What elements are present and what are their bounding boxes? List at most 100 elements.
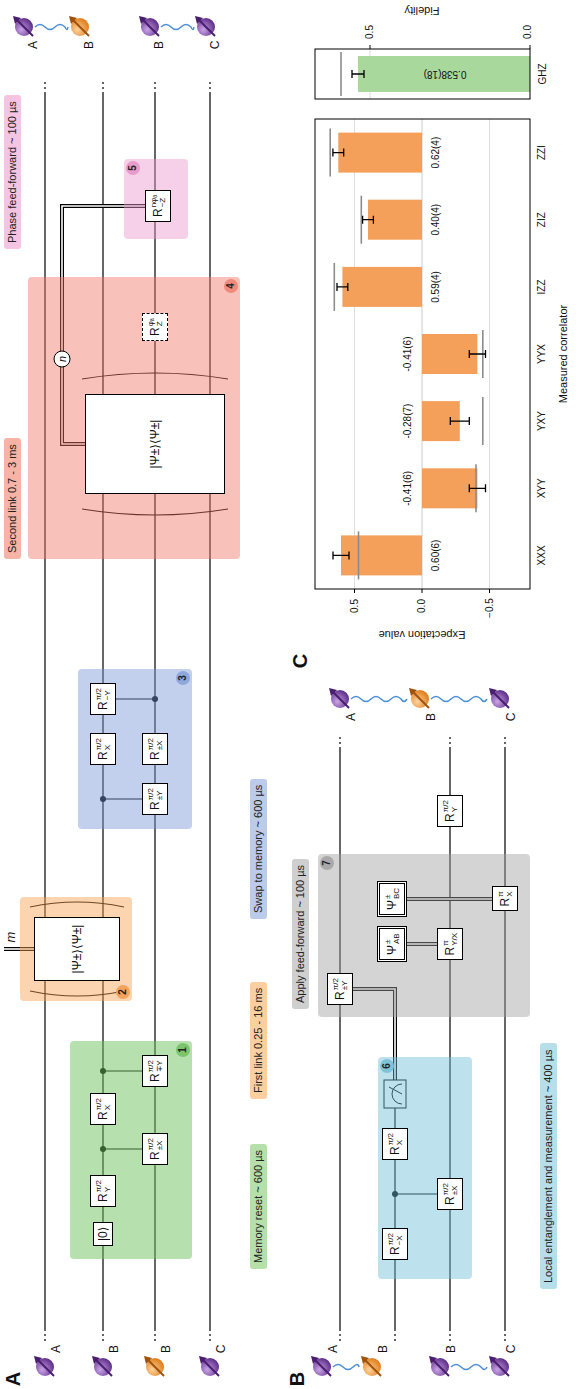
gate-superscript: ± bbox=[383, 888, 392, 899]
gate-subscript: −Y bbox=[103, 688, 112, 700]
gate-superscript: π/2 bbox=[146, 1138, 155, 1150]
qubit-label: B bbox=[425, 713, 439, 721]
callout-number: 2 bbox=[117, 989, 128, 995]
gate-subscript: Y bbox=[450, 800, 459, 812]
gate-superscript: ± bbox=[383, 933, 392, 944]
gate-superscript: π/2 bbox=[94, 1180, 103, 1192]
qubit-wires bbox=[30, 79, 505, 1341]
correlator-chart bbox=[315, 119, 530, 593]
bar-value: 0.538(18) bbox=[424, 68, 467, 80]
gate-symbol: R bbox=[499, 898, 511, 907]
stage-label: First link 0.25 - 16 ms bbox=[250, 982, 267, 1099]
stage-label: Apply feed-forward ~ 100 µs bbox=[292, 859, 309, 1009]
process-region: 3Rπ/2±YRπ/2XRπ/2±XRπ/2−Y bbox=[78, 669, 192, 829]
gate-symbol: R bbox=[149, 1151, 161, 1160]
gate-symbol: |0⟩ bbox=[97, 1227, 109, 1241]
gate-superscript: φₐ bbox=[146, 318, 155, 326]
callout-badge: 1 bbox=[176, 1043, 190, 1057]
process-region: 2 |Ψ±⟩⟨Ψ±| bbox=[20, 897, 132, 1001]
callout-number: 6 bbox=[381, 1063, 392, 1069]
gate-superscript: π bbox=[496, 891, 505, 897]
gate-box: Rπ/2X bbox=[90, 1093, 116, 1125]
gate-symbol: R bbox=[389, 1246, 401, 1255]
axis-text: 0.0 bbox=[416, 599, 428, 613]
axis-title: Expectation value bbox=[379, 629, 466, 642]
gate-symbol: R bbox=[149, 801, 161, 810]
axis-text: YXY bbox=[536, 411, 548, 431]
gate-symbol: R bbox=[97, 1111, 109, 1120]
stage-label: Swap to memory ~ 600 µs bbox=[250, 779, 267, 919]
gate-box: Rπ/2±X bbox=[437, 1178, 463, 1210]
qubit-label: B bbox=[377, 1345, 391, 1353]
gate-subscript: X bbox=[103, 1098, 112, 1110]
gate-indices: π/2−X bbox=[386, 1233, 404, 1245]
gate-box: Ψ±AB bbox=[377, 926, 407, 962]
callout-badge: 6 bbox=[380, 1059, 394, 1073]
axis-text: 0.5 bbox=[364, 25, 376, 39]
axis-text: -0.41(6) bbox=[402, 336, 414, 371]
gate-superscript: π/2 bbox=[441, 800, 450, 812]
callout-number: 5 bbox=[127, 165, 138, 171]
gate-box: Rπ/2∓Y bbox=[142, 1055, 168, 1087]
process-region: 1|0⟩Rπ/2YRπ/2±XRπ/2XRπ/2∓Y bbox=[70, 1041, 192, 1259]
callout-number: 1 bbox=[177, 1047, 188, 1053]
process-region: 7Rπ/2±YΨ±ABΨ±BCRπY/XRπX bbox=[318, 854, 530, 1017]
gate-box: |0⟩ bbox=[93, 1222, 113, 1246]
gate-box: Rπ/2±X bbox=[142, 733, 168, 765]
gate-indices: πX bbox=[496, 891, 514, 897]
axis-title: Fidelity bbox=[405, 5, 440, 18]
qubit-label: C bbox=[209, 41, 223, 50]
gate-subscript: Z bbox=[155, 318, 164, 326]
callout-number: 7 bbox=[321, 860, 332, 866]
gate-indices: π/2±X bbox=[146, 738, 164, 750]
stage-label-text: Local entanglement and measurement ~ 400… bbox=[542, 1049, 554, 1283]
panel-letter: A bbox=[2, 1372, 25, 1386]
gate-indices: φₐZ bbox=[146, 318, 164, 326]
gate-symbol: R bbox=[149, 751, 161, 760]
spin-icons bbox=[13, 16, 509, 1376]
gate-symbol: R bbox=[334, 991, 346, 1000]
gate-box: |Ψ±⟩⟨Ψ±| bbox=[34, 917, 120, 981]
gate-symbol: R bbox=[152, 208, 164, 217]
gate-indices: π/2±X bbox=[146, 1138, 164, 1150]
gate-superscript: π/2 bbox=[146, 1060, 155, 1072]
axis-title: Measured correlator bbox=[557, 305, 570, 403]
process-region: 4|Ψ±⟩⟨Ψ±|RφₐZ bbox=[28, 277, 240, 559]
stage-label-text: Phase feed-forward ~ 100 µs bbox=[6, 101, 18, 243]
gate-subscript: Y/X bbox=[450, 933, 459, 946]
axis-text: YYX bbox=[536, 344, 548, 364]
stage-label-text: Apply feed-forward ~ 100 µs bbox=[294, 865, 306, 1003]
axis-text: XXX bbox=[536, 545, 548, 565]
stage-label-text: First link 0.25 - 16 ms bbox=[252, 988, 264, 1093]
gate-box: Rπ/2±Y bbox=[327, 973, 353, 1005]
process-region: 6Rπ/2−XRπ/2±XRπ/2X bbox=[378, 1057, 472, 1279]
callout-badge: 5 bbox=[126, 161, 140, 175]
panel-letter: C bbox=[289, 654, 312, 668]
gate-indices: nφₐ−Z bbox=[149, 195, 167, 208]
gate-indices: π/2X bbox=[386, 1133, 404, 1145]
gate-box: RπX bbox=[492, 886, 518, 911]
gate-symbol: Ψ bbox=[386, 900, 398, 910]
qubit-label: B bbox=[83, 41, 97, 49]
gate-superscript: π/2 bbox=[331, 978, 340, 990]
qubit-label: B bbox=[445, 1345, 459, 1353]
gate-symbol: R bbox=[97, 701, 109, 710]
callout-badge: 7 bbox=[320, 856, 334, 870]
gate-superscript: π/2 bbox=[94, 688, 103, 700]
gate-symbol: R bbox=[444, 947, 456, 956]
gate-superscript: π/2 bbox=[146, 788, 155, 800]
gate-symbol: R bbox=[444, 813, 456, 822]
axis-text: 0.62(4) bbox=[430, 137, 442, 169]
gate-box: Rπ/2Y bbox=[90, 1175, 116, 1207]
gate-indices: π/2X bbox=[94, 1098, 112, 1110]
gate-symbol: R bbox=[444, 1196, 456, 1205]
qubit-label: A bbox=[327, 1345, 341, 1353]
gate-subscript: ±Y bbox=[340, 978, 349, 990]
gate-indices: ±BC bbox=[383, 888, 401, 899]
axis-text: -0.28(7) bbox=[402, 404, 414, 439]
gate-box: Rπ/2Y bbox=[437, 795, 463, 827]
gate-subscript: ±Y bbox=[155, 788, 164, 800]
gate-superscript: π/2 bbox=[441, 1183, 450, 1195]
